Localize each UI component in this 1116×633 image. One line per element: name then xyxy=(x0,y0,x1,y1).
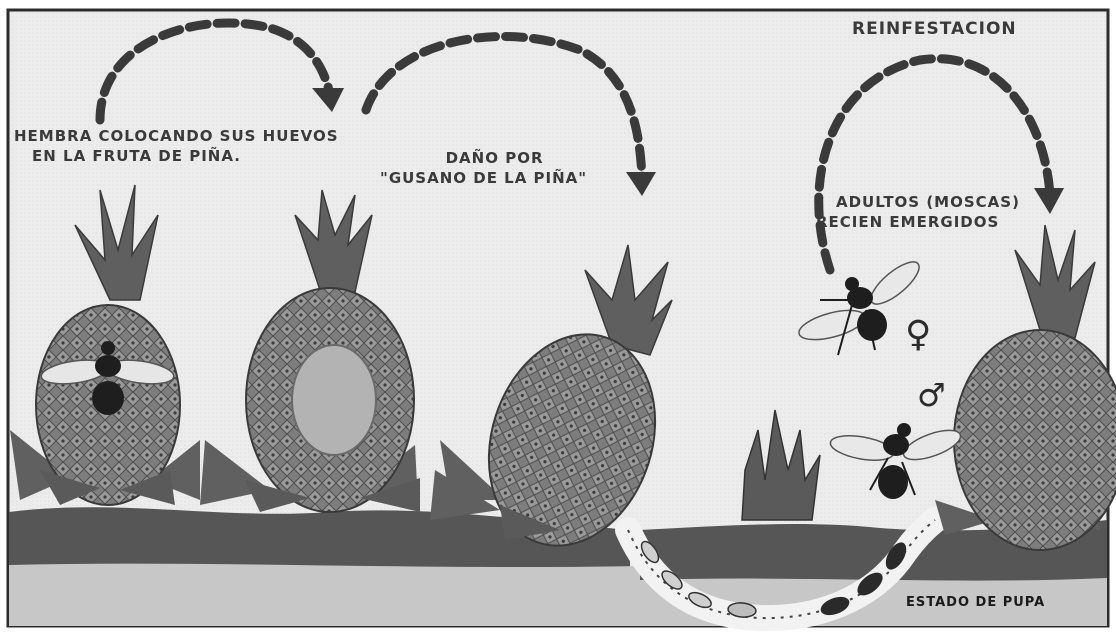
adult-fly-male xyxy=(829,423,962,499)
pineapple-2 xyxy=(200,189,420,513)
arrow-oviposition-to-damage xyxy=(95,18,344,125)
adult-fly-female xyxy=(798,261,920,356)
damaged-flesh xyxy=(291,344,377,456)
label-damage-by-worm: DAÑO POR "GUSANO DE LA PIÑA" xyxy=(380,148,587,189)
pineapple-4 xyxy=(935,224,1116,551)
female-symbol-icon: ♀ xyxy=(905,314,932,355)
label-female-laying-eggs: HEMBRA COLOCANDO SUS HUEVOS EN LA FRUTA … xyxy=(14,126,339,167)
label-newly-emerged-adults: ADULTOS (MOSCAS) RECIEN EMERGIDOS xyxy=(816,192,1020,233)
label-pupa-stage: ESTADO DE PUPA xyxy=(906,595,1046,610)
soil-lower xyxy=(9,563,640,626)
arrow-reinfestation xyxy=(814,54,1064,275)
female-fly-ovipositing xyxy=(40,341,175,415)
arrow-damage-to-fruit xyxy=(361,32,656,196)
label-adults-line-1: ADULTOS (MOSCAS) xyxy=(836,193,1020,211)
label-female-line-1: HEMBRA COLOCANDO SUS HUEVOS xyxy=(14,127,339,145)
pineapple-3 xyxy=(430,244,673,547)
larvae-and-pupae xyxy=(640,540,907,618)
label-damage-line-1: DAÑO POR xyxy=(445,149,544,167)
label-damage-line-2: "GUSANO DE LA PIÑA" xyxy=(380,169,588,188)
label-female-line-2: EN LA FRUTA DE PIÑA. xyxy=(32,147,241,166)
label-reinfestation: REINFESTACION xyxy=(852,19,1017,39)
young-pineapple-plant xyxy=(741,409,821,521)
label-adults-line-2: RECIEN EMERGIDOS xyxy=(816,213,1000,232)
male-symbol-icon: ♂ xyxy=(917,376,946,414)
